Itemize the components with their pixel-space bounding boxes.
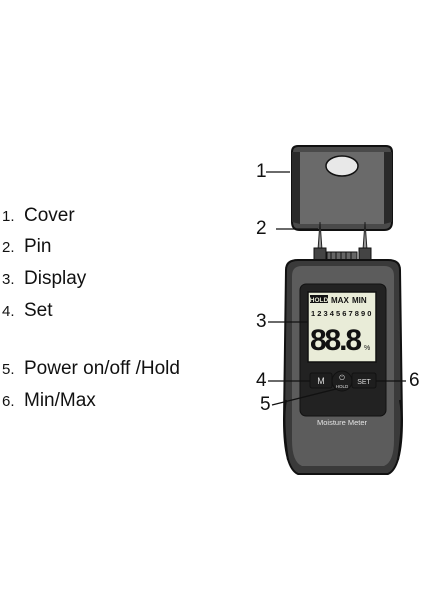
legend-item-cover: 1.Cover <box>2 205 75 226</box>
legend-item-pin: 2.Pin <box>2 236 52 257</box>
hold-button-label: HOLD <box>336 384 349 389</box>
callout-2: 2 <box>256 218 267 239</box>
cover <box>291 145 393 231</box>
legend-item-power-hold: 5.Power on/off /Hold <box>2 358 180 379</box>
set-button-label: SET <box>357 379 371 386</box>
callout-5: 5 <box>260 394 271 415</box>
hold-indicator <box>310 295 328 303</box>
max-label: MAX <box>331 296 349 305</box>
reading-digits: 88.8 <box>310 324 362 357</box>
legend-item-set: 4.Set <box>2 300 53 321</box>
callout-1: 1 <box>256 161 267 182</box>
device-name-label: Moisture Meter <box>317 418 368 427</box>
m-button-label: M <box>317 376 325 386</box>
scale-indicators: 1 2 3 4 5 6 7 8 9 0 <box>311 309 371 318</box>
legend-item-min-max: 6.Min/Max <box>2 390 96 411</box>
pins <box>313 221 372 261</box>
hold-label: HOLD <box>310 297 329 304</box>
power-icon: ⏻ <box>339 374 345 382</box>
callout-4: 4 <box>256 370 267 391</box>
unit-percent: % <box>364 345 370 352</box>
cover-window <box>325 155 359 177</box>
min-label: MIN <box>352 296 367 305</box>
leader-line-5 <box>271 388 337 406</box>
legend-item-display: 3.Display <box>2 268 87 289</box>
lcd-display: HOLD MAX MIN 1 2 3 4 5 6 7 8 9 0 88.8 % <box>307 291 377 363</box>
callout-3: 3 <box>256 311 267 332</box>
callout-6: 6 <box>409 370 420 391</box>
button-panel: M ⏻ HOLD SET <box>309 370 377 392</box>
